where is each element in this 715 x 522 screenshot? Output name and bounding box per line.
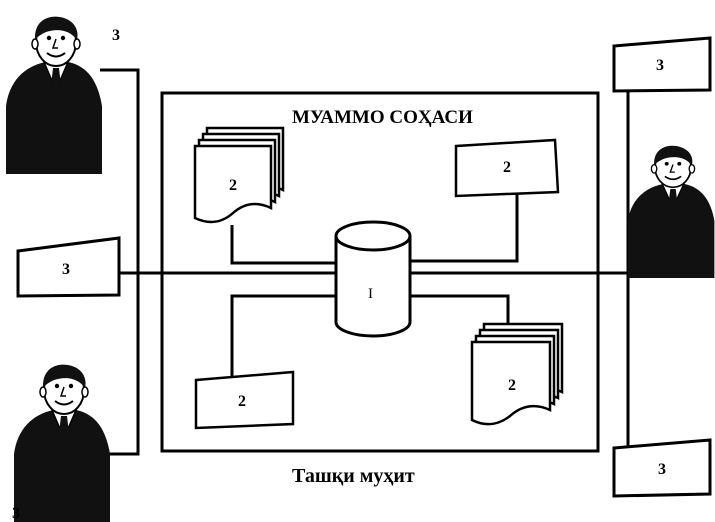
external-card-top-right: [612, 36, 712, 93]
external-label-card-bottom-right: 3: [658, 461, 666, 478]
problem-domain-title: МУАММО СОҲАСИ: [292, 107, 473, 128]
card-label-top-right: 2: [503, 159, 511, 176]
external-label-person-bottom-left: 3: [12, 505, 20, 522]
document-label-bottom-right: 2: [508, 377, 516, 394]
problem-domain-frame: [160, 91, 600, 453]
database-label: I: [368, 286, 373, 302]
external-label-person-top-left: 3: [112, 27, 120, 44]
card-label-bottom-left: 2: [238, 393, 246, 410]
document-label-top-left: 2: [229, 177, 237, 194]
person-icon-top-left: [5, 15, 103, 175]
person-icon-bottom-left: [13, 363, 111, 522]
external-card-bottom-right: [612, 438, 712, 498]
database-cylinder: I: [334, 220, 412, 338]
document-stack-top-left: [193, 126, 285, 224]
card-top-right: [454, 138, 560, 198]
external-label-card-left: 3: [62, 261, 70, 278]
card-bottom-left: [194, 370, 295, 430]
external-label-card-top-right: 3: [656, 57, 664, 74]
internal-connectors: [230, 190, 519, 382]
environment-caption: Ташқи муҳит: [292, 465, 415, 487]
document-stack-bottom-right: [470, 322, 564, 426]
external-card-left: [16, 236, 121, 298]
person-icon-right: [627, 144, 715, 279]
